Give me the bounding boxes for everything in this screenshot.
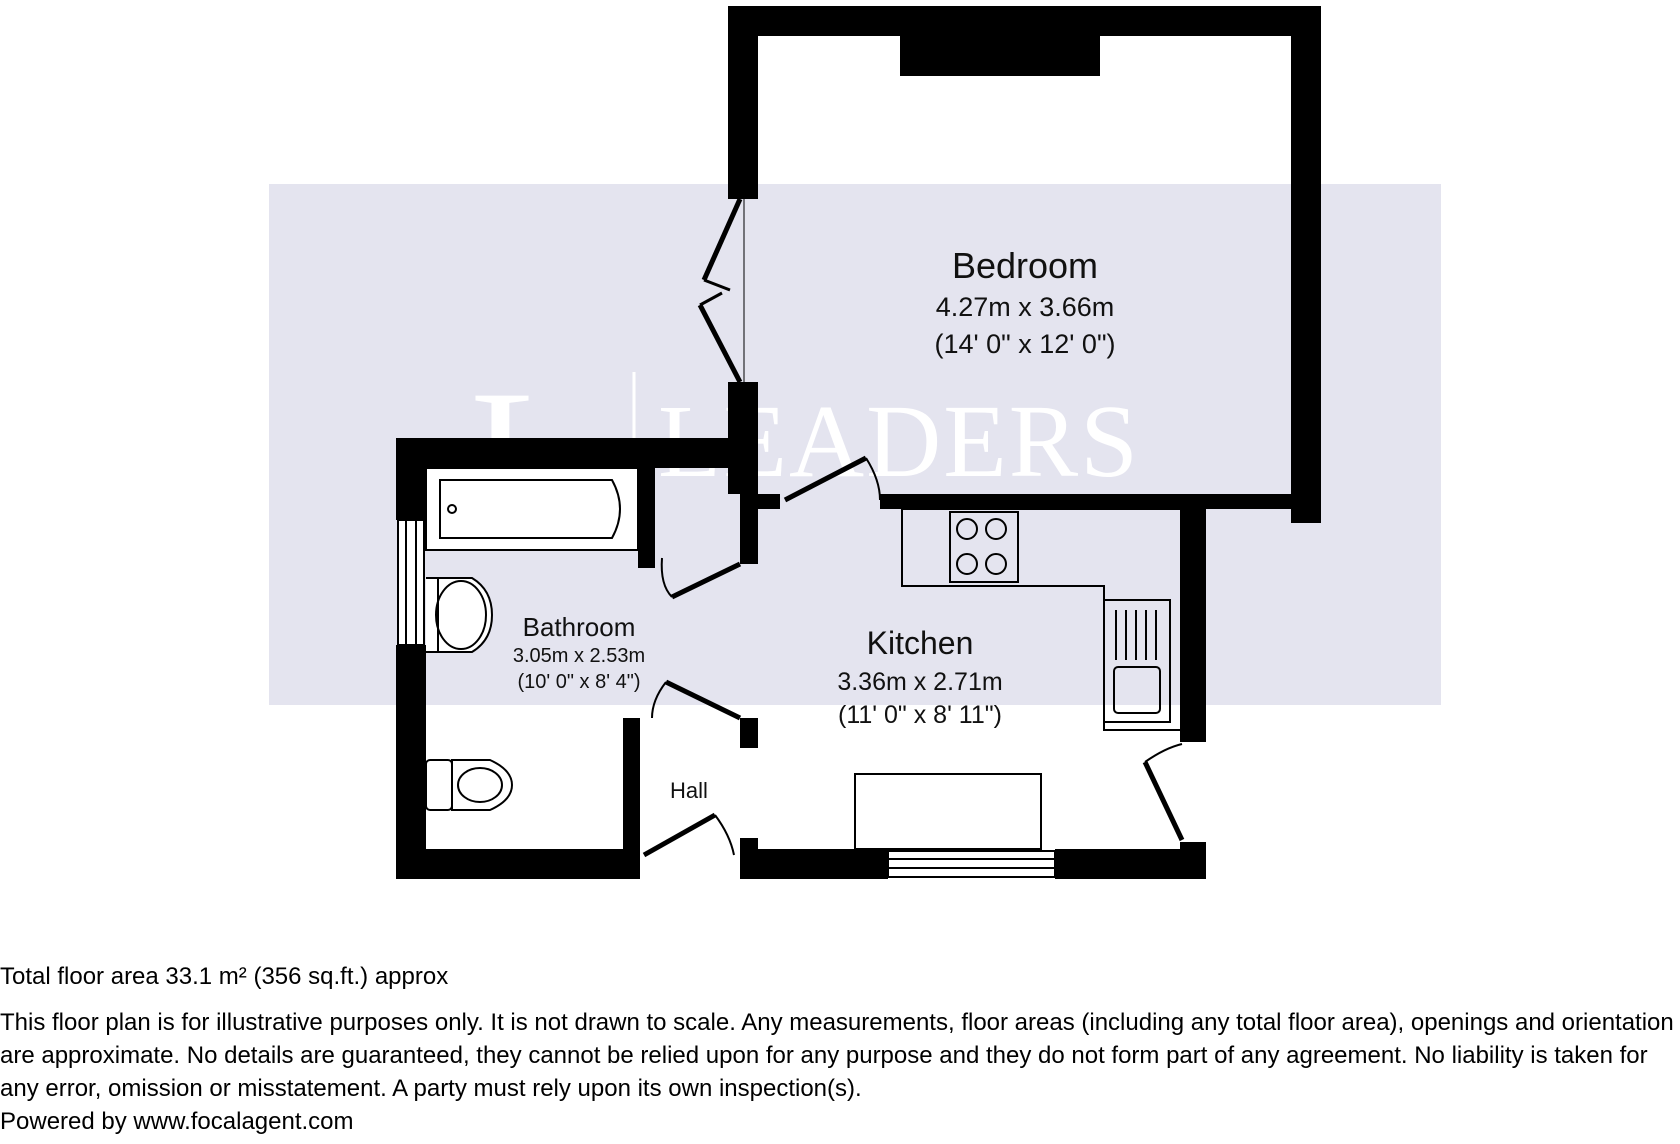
bedroom-name: Bedroom xyxy=(952,245,1098,286)
partition-wall-upper xyxy=(740,468,758,564)
bath-end-wall xyxy=(638,468,655,568)
kitchen-name: Kitchen xyxy=(867,625,974,661)
toilet xyxy=(425,759,514,811)
bedroom-kitchen-door xyxy=(783,455,881,503)
bathroom-wall-left-upper xyxy=(396,438,426,520)
kitchen-metric: 3.36m x 2.71m xyxy=(837,668,1002,696)
doors xyxy=(642,197,1185,858)
walls xyxy=(396,6,1321,879)
kitchen-wall-bottom-left xyxy=(740,849,888,879)
kitchen-wall-bottom-right xyxy=(1055,849,1206,879)
wash-basin xyxy=(426,577,494,653)
hall-name: Hall xyxy=(670,778,708,803)
label-kitchen: Kitchen 3.36m x 2.71m (11' 0" x 8' 11") xyxy=(837,625,1002,729)
powered-by-link[interactable]: Powered by www.focalagent.com xyxy=(0,1108,354,1135)
bathroom-metric: 3.05m x 2.53m xyxy=(513,645,645,667)
kitchen-window xyxy=(887,850,1056,878)
footer: Total floor area 33.1 m² (356 sq.ft.) ap… xyxy=(0,962,1680,1138)
kitchen-worktop xyxy=(901,509,1180,731)
kitchen-sink xyxy=(1103,599,1171,723)
entrance-door xyxy=(642,812,735,858)
fixtures xyxy=(425,467,1180,850)
partition-wall-mid xyxy=(740,718,758,748)
label-bedroom: Bedroom 4.27m x 3.66m (14' 0" x 12' 0") xyxy=(934,245,1115,359)
bathroom-window xyxy=(397,519,425,646)
floor-plan: L LEADERS xyxy=(269,6,1441,879)
hall-bathroom-door xyxy=(651,679,742,721)
bedroom-imperial: (14' 0" x 12' 0") xyxy=(934,329,1115,359)
bathroom-hall-wall xyxy=(623,718,640,879)
bathroom-name: Bathroom xyxy=(523,612,636,642)
bathroom-wall-left-lower xyxy=(396,645,426,879)
bedroom-bifold-door xyxy=(697,197,745,384)
hall-wall-bottom-stub xyxy=(623,849,640,879)
bathroom-door-upper xyxy=(660,557,742,600)
wall-stub-a xyxy=(758,494,780,509)
bathroom-imperial: (10' 0" x 8' 4") xyxy=(518,671,641,693)
kitchen-unit xyxy=(854,773,1042,850)
chimney-breast xyxy=(900,36,1100,76)
kitchen-wall-right-upper xyxy=(1180,509,1206,742)
bedroom-wall-top xyxy=(728,6,1321,36)
kitchen-side-door xyxy=(1142,743,1185,842)
bedroom-wall-left-upper xyxy=(728,6,758,199)
bedroom-wall-right xyxy=(1291,6,1321,523)
bathroom-wall-top xyxy=(396,438,758,468)
label-bathroom: Bathroom 3.05m x 2.53m (10' 0" x 8' 4") xyxy=(513,612,645,693)
bathroom-wall-bottom xyxy=(396,849,640,879)
total-floor-area: Total floor area 33.1 m² (356 sq.ft.) ap… xyxy=(0,963,449,990)
hob xyxy=(949,511,1019,583)
bedroom-metric: 4.27m x 3.66m xyxy=(936,292,1115,322)
disclaimer-text: This floor plan is for illustrative purp… xyxy=(0,1009,1674,1102)
bath-tub xyxy=(425,467,639,551)
bedroom-kitchen-wall xyxy=(880,494,1321,509)
kitchen-imperial: (11' 0" x 8' 11") xyxy=(838,701,1002,729)
